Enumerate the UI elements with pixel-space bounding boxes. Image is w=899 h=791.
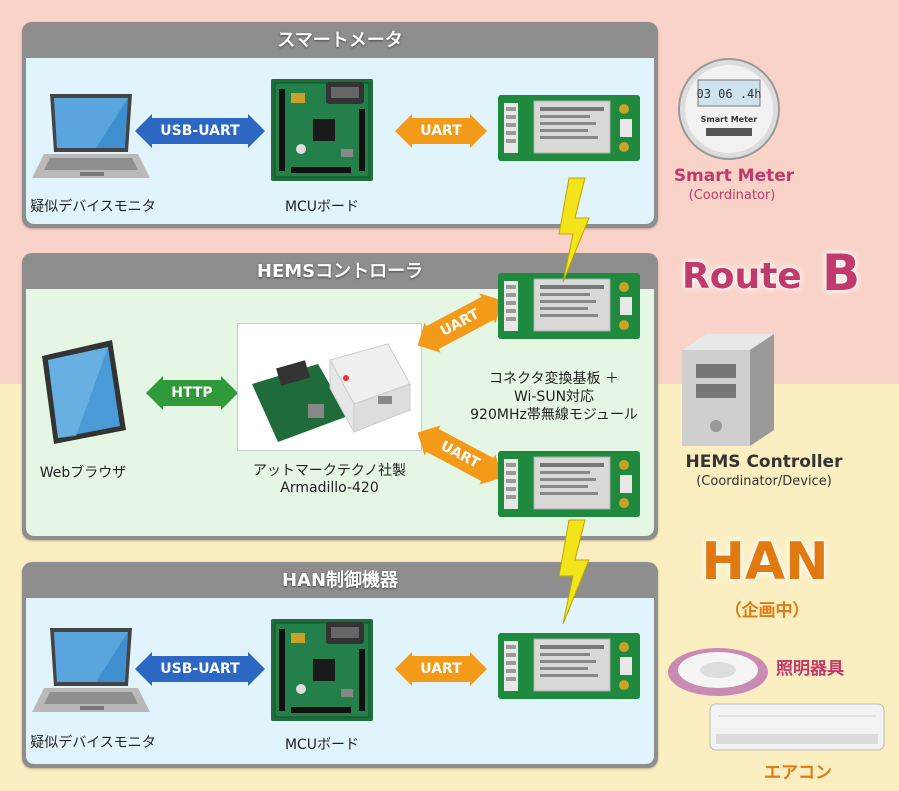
http-label: HTTP [162,380,222,406]
armadillo-model-label: Armadillo-420 [280,480,379,496]
hems-controller-title: HEMS Controller [685,452,843,472]
bottom-uart-label: UART [411,656,471,682]
armadillo-image-frame [237,323,422,451]
smart-meter-role: (Coordinator) [688,188,776,203]
wisun-module-image-bottom [497,632,641,700]
laptop-icon [32,94,150,178]
tablet-icon [42,340,126,444]
top-usb-uart-label: USB-UART [151,118,249,144]
module-desc-line2: Wi-SUN対応 [513,389,595,405]
bottom-monitor-label: 疑似デバイスモニタ [30,735,156,751]
module-desc-line3: 920MHz帯無線モジュール [470,407,638,423]
wisun-module-image-lower [497,450,641,518]
top-uart-arrow: UART [395,114,487,148]
hems-panel-title: HEMSコントローラ [256,261,424,282]
smart-meter-icon: 03 06 .4h Smart Meter [678,58,780,160]
http-arrow: HTTP [146,376,238,410]
lighting-label: 照明器具 [776,659,844,679]
hems-controller-icon [682,334,774,446]
smart-meter-title: Smart Meter [673,166,795,186]
route-letter: B [822,244,861,302]
han-title: HAN [701,532,829,592]
bottom-uart-arrow: UART [395,652,487,686]
armadillo-maker-label: アットマークテクノ社製 [252,463,407,479]
wisun-module-image-top [497,94,641,162]
top-mcu-label: MCUボード [284,199,360,215]
wireless-lightning-icon-lower [558,519,590,625]
meter-screen-text: 03 06 .4h [696,87,761,101]
han-panel-title: HAN制御機器 [281,570,399,591]
mcu-board-image [270,78,374,182]
bottom-usb-uart-arrow: USB-UART [135,652,265,686]
ceiling-light-icon [668,648,768,696]
aircon-label: エアコン [764,763,832,783]
hems-controller-role: (Coordinator/Device) [696,474,832,489]
air-conditioner-icon [709,703,885,751]
top-usb-uart-arrow: USB-UART [135,114,265,148]
bottom-usb-uart-label: USB-UART [151,656,249,682]
laptop-icon-bottom [32,628,150,712]
module-desc-line1: コネクタ変換基板 ＋ [489,371,619,387]
route-text: Route [682,256,802,297]
smart-meter-panel-title: スマートメータ [277,30,403,51]
meter-caption: Smart Meter [701,115,758,124]
armadillo-image [252,343,411,442]
top-uart-label: UART [411,118,471,144]
mcu-board-image-bottom [270,618,374,722]
han-subtitle: （企画中） [724,601,810,621]
browser-label: Webブラウザ [39,465,127,481]
wireless-lightning-icon-upper [558,177,590,283]
bottom-mcu-label: MCUボード [284,737,360,753]
top-monitor-label: 疑似デバイスモニタ [30,199,156,215]
